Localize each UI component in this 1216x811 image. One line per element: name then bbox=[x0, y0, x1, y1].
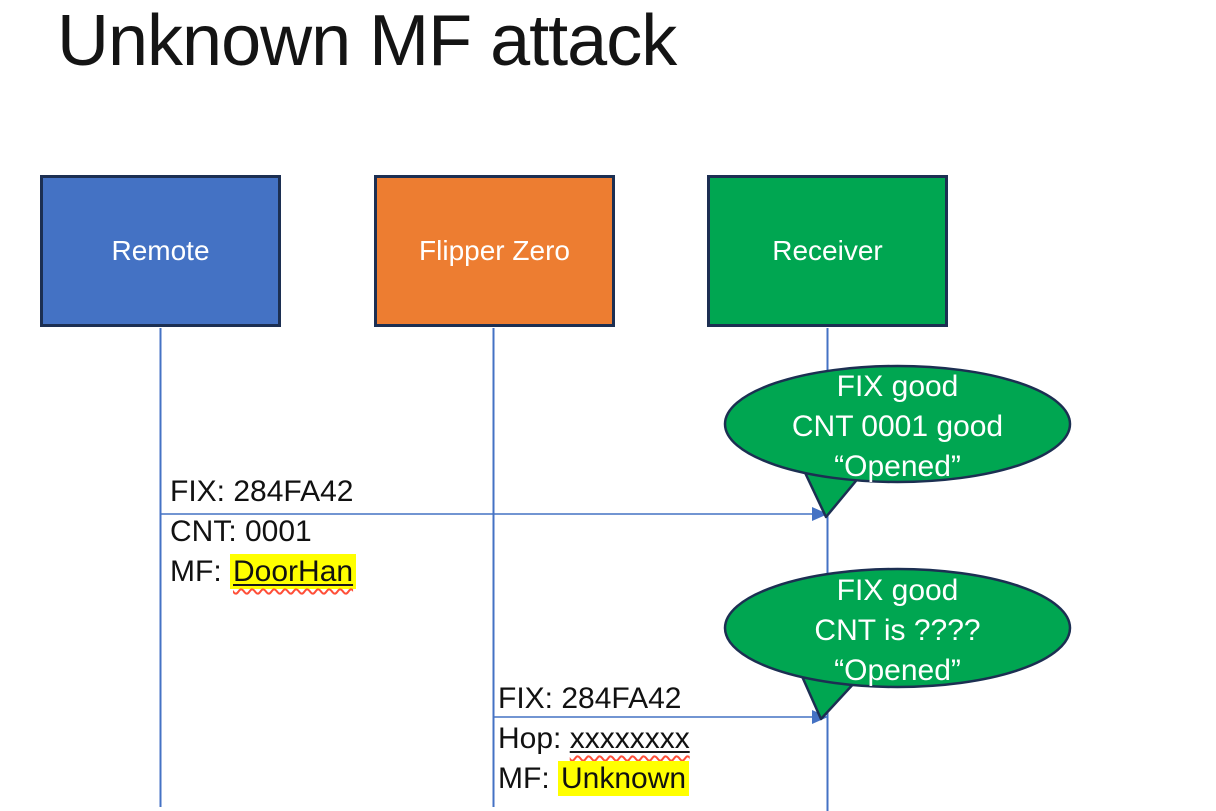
message-2-hop-squiggle: xxxxxxxx bbox=[570, 722, 690, 755]
callout-bubble-2 bbox=[723, 567, 1072, 721]
message-2-mf-prefix: MF: bbox=[498, 762, 558, 795]
actor-label-receiver: Receiver bbox=[772, 235, 883, 266]
actor-box-remote: Remote bbox=[40, 175, 281, 327]
slide-title: Unknown MF attack bbox=[57, 1, 677, 81]
actor-label-remote: Remote bbox=[111, 235, 210, 266]
callout-bubble-1 bbox=[723, 364, 1072, 519]
message-2-line-fix: FIX: 284FA42 bbox=[498, 682, 682, 715]
callout-1-line-1: FIX good bbox=[836, 370, 959, 403]
message-1-line-cnt: CNT: 0001 bbox=[170, 515, 312, 548]
message-1-mf-value: DoorHan bbox=[233, 555, 354, 588]
callout-1-line-3: “Opened” bbox=[834, 450, 961, 483]
actor-box-receiver: Receiver bbox=[707, 175, 948, 327]
message-arrow-1-head-icon bbox=[812, 507, 828, 521]
message-1-line-mf: MF: DoorHan bbox=[170, 552, 357, 592]
callout-bubble-2-oval bbox=[723, 567, 1072, 689]
callout-1-text: FIX good CNT 0001 good “Opened” bbox=[725, 367, 1070, 487]
callout-2-line-3: “Opened” bbox=[834, 654, 961, 687]
message-2-hop-value: xxxxxxxx bbox=[569, 722, 690, 755]
message-1-mf-prefix: MF: bbox=[170, 555, 230, 588]
message-2-hop-prefix: Hop: bbox=[498, 722, 570, 755]
callout-2-line-2: CNT is ???? bbox=[814, 614, 981, 647]
message-2-mf-highlight: Unknown bbox=[558, 761, 690, 796]
callout-2-line-1: FIX good bbox=[836, 574, 959, 607]
message-1-mf-highlight: DoorHan bbox=[230, 554, 357, 589]
message-1-label: FIX: 284FA42 CNT: 0001 MF: DoorHan bbox=[170, 472, 357, 592]
message-2-line-hop: Hop: xxxxxxxx bbox=[498, 719, 690, 759]
message-1-line-fix: FIX: 284FA42 bbox=[170, 475, 354, 508]
actor-label-flipper-zero: Flipper Zero bbox=[419, 235, 570, 266]
callout-1-line-2: CNT 0001 good bbox=[791, 410, 1004, 443]
message-2-line-mf: MF: Unknown bbox=[498, 759, 690, 799]
message-2-label: FIX: 284FA42 Hop: xxxxxxxx MF: Unknown bbox=[498, 679, 690, 799]
callout-2-text: FIX good CNT is ???? “Opened” bbox=[725, 571, 1070, 691]
actor-box-flipper-zero: Flipper Zero bbox=[374, 175, 615, 327]
message-arrow-remote-to-receiver bbox=[160, 507, 828, 521]
callout-bubble-1-oval bbox=[723, 364, 1072, 484]
